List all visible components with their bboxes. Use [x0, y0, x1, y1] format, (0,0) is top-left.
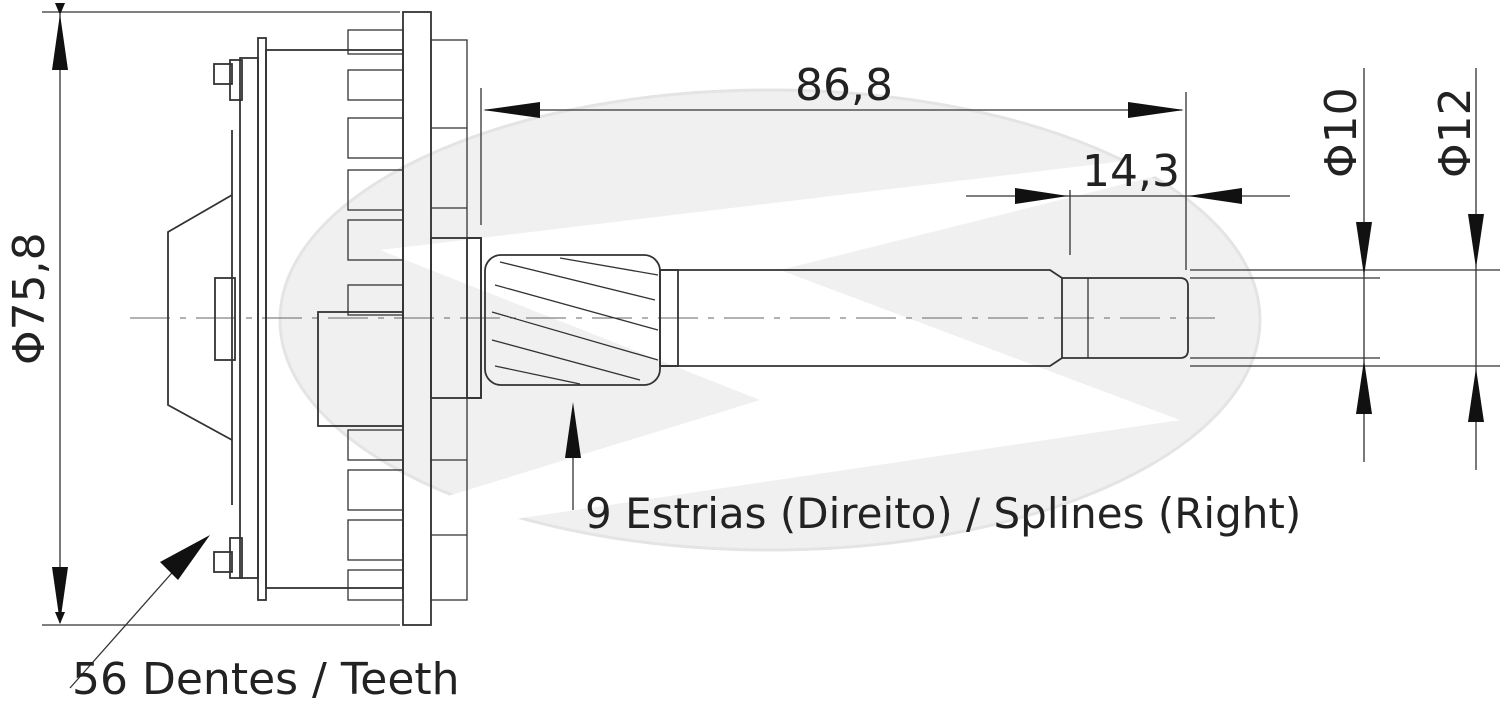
callout-splines-leader — [565, 402, 581, 510]
dim-diameter-12 — [1468, 68, 1484, 470]
gear-teeth — [347, 29, 468, 601]
output-shaft — [659, 269, 1500, 367]
dim-diameter-10 — [1356, 68, 1372, 462]
diameter-10-label: Φ10 — [1316, 87, 1367, 178]
spline-length-label: 14,3 — [1082, 146, 1180, 197]
dim-shaft-length — [480, 88, 1187, 270]
dim-spline-length — [966, 188, 1290, 255]
callout-teeth-leader — [69, 535, 210, 689]
shaft-length-label: 86,8 — [795, 60, 893, 111]
diameter-12-label: Φ12 — [1430, 87, 1481, 178]
dim-overall-diameter — [42, 3, 400, 626]
splines-callout-label: 9 Estrias (Direito) / Splines (Right) — [585, 489, 1301, 538]
teeth-callout-label: 56 Dentes / Teeth — [72, 654, 460, 705]
watermark-logo — [240, 88, 1300, 560]
overall-diameter-label: Φ75,8 — [4, 232, 55, 365]
